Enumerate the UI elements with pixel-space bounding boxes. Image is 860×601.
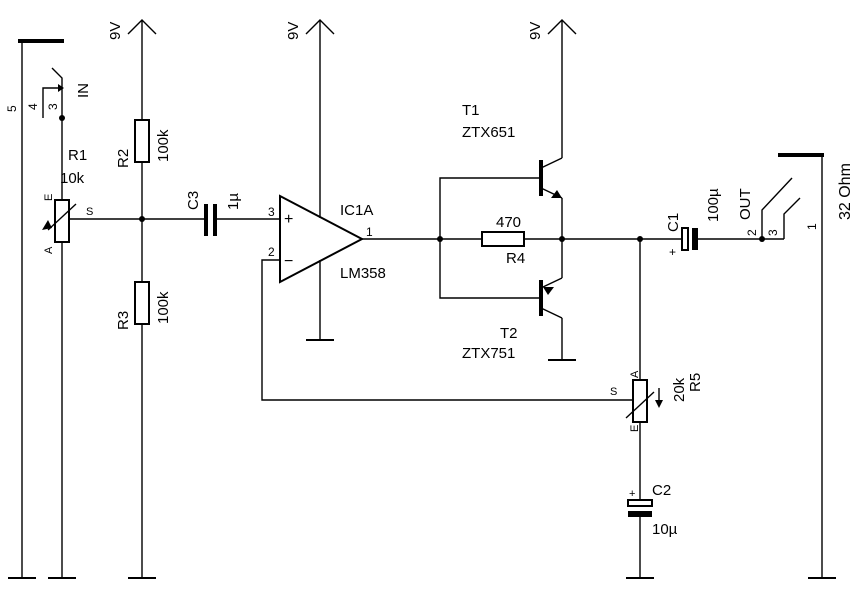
c1-value: 100µ [705, 188, 722, 222]
t2-part: ZTX751 [462, 345, 515, 362]
opamp-ic1a: 9V + − 3 2 1 IC1A LM358 [268, 19, 482, 341]
r5-ref: R5 [687, 373, 704, 392]
opamp-part: LM358 [340, 265, 386, 282]
t1-ref: T1 [462, 102, 480, 119]
c1-ref: C1 [665, 213, 682, 232]
r2-ref: R2 [115, 149, 132, 168]
bias-divider: 9V R2 100k R3 100k [107, 19, 172, 579]
c2-ref: C2 [652, 482, 671, 499]
r5-pin-e: E [629, 425, 641, 432]
capacitor-c3: C3 1µ [142, 191, 280, 236]
c3-value: 1µ [225, 193, 242, 210]
r5-pin-a: A [629, 370, 641, 378]
r1-pin-a: A [43, 246, 55, 254]
out-pin-1: 1 [805, 223, 819, 230]
out-label: OUT [737, 188, 754, 220]
output-coupling: + C1 100µ [562, 188, 765, 259]
r4-value: 470 [496, 214, 521, 231]
input-jack: 5 4 3 IN [5, 39, 92, 579]
c2-value: 10µ [652, 521, 678, 538]
c3-ref: C3 [185, 191, 202, 210]
t1-part: ZTX651 [462, 124, 515, 141]
out-pin-2: 2 [745, 229, 759, 236]
opamp-pin-3: 3 [268, 205, 275, 219]
supply-label-2: 9V [285, 22, 302, 40]
potentiometer-r1: R1 10k E A S [42, 118, 142, 579]
opamp-ref: IC1A [340, 202, 373, 219]
input-pin-4: 4 [26, 103, 40, 110]
supply-label-3: 9V [527, 22, 544, 40]
c2-plus: + [629, 488, 635, 500]
r1-pin-s: S [86, 206, 93, 218]
r3-ref: R3 [115, 311, 132, 330]
t2-ref: T2 [500, 325, 518, 342]
r3-value: 100k [155, 291, 172, 324]
feedback-network: A E S 20k R5 + C2 10µ [261, 239, 704, 579]
r1-value: 10k [60, 170, 85, 187]
r1-ref: R1 [68, 147, 87, 164]
output-jack: OUT 2 3 1 32 Ohm [737, 153, 854, 579]
output-stage: 9V T1 ZTX651 470 R4 T2 ZTX751 [439, 19, 577, 362]
opamp-minus: − [284, 253, 293, 270]
r5-pin-s: S [610, 386, 617, 398]
input-pin-3: 3 [46, 103, 60, 110]
r1-pin-e: E [43, 194, 55, 201]
r2-value: 100k [155, 129, 172, 162]
supply-label-1: 9V [107, 22, 124, 40]
r5-value: 20k [671, 377, 688, 402]
input-pin-5: 5 [5, 105, 19, 112]
opamp-pin-1: 1 [366, 225, 373, 239]
out-pin-3: 3 [766, 229, 780, 236]
r4-ref: R4 [506, 250, 525, 267]
load-label: 32 Ohm [837, 163, 854, 220]
c1-plus: + [669, 245, 676, 259]
opamp-plus: + [284, 211, 293, 228]
input-label: IN [75, 83, 92, 98]
opamp-pin-2: 2 [268, 245, 275, 259]
